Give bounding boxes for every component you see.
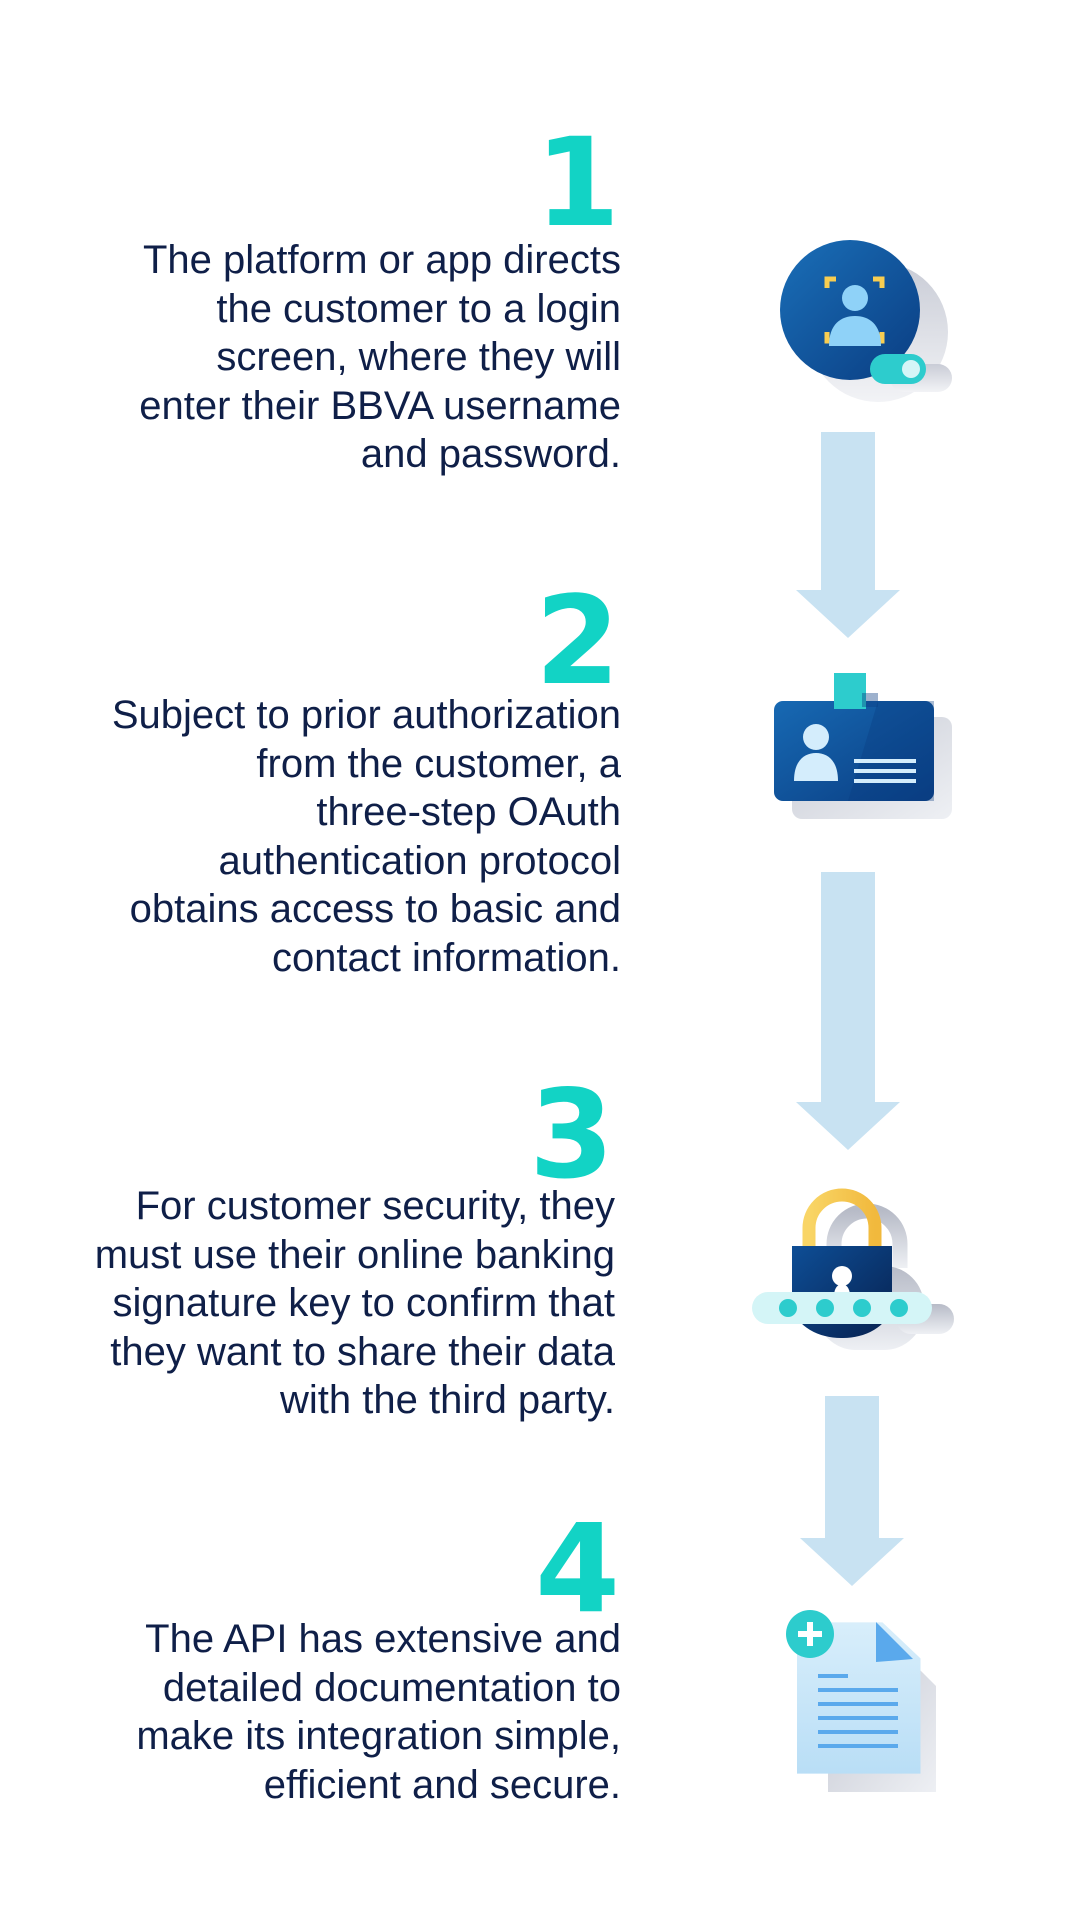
user-login-icon	[780, 240, 952, 402]
down-arrow-icon	[800, 1396, 904, 1586]
step-3-number: 3	[529, 1064, 614, 1206]
step-1-number: 1	[535, 112, 620, 254]
step-3-description: For customer security, they must use the…	[94, 1184, 615, 1422]
step-4-description: The API has extensive and detailed docum…	[136, 1617, 621, 1807]
padlock-password-icon	[752, 1188, 954, 1350]
step-2-description: Subject to prior authorization from the …	[111, 693, 621, 980]
step-1-description: The platform or app directs the customer…	[139, 238, 621, 476]
id-card-icon	[774, 673, 952, 819]
down-arrow-icon	[796, 872, 900, 1150]
step-4-number: 4	[535, 1498, 620, 1640]
step-2-number: 2	[535, 570, 620, 712]
add-document-icon	[786, 1610, 936, 1792]
down-arrow-icon	[796, 432, 900, 638]
